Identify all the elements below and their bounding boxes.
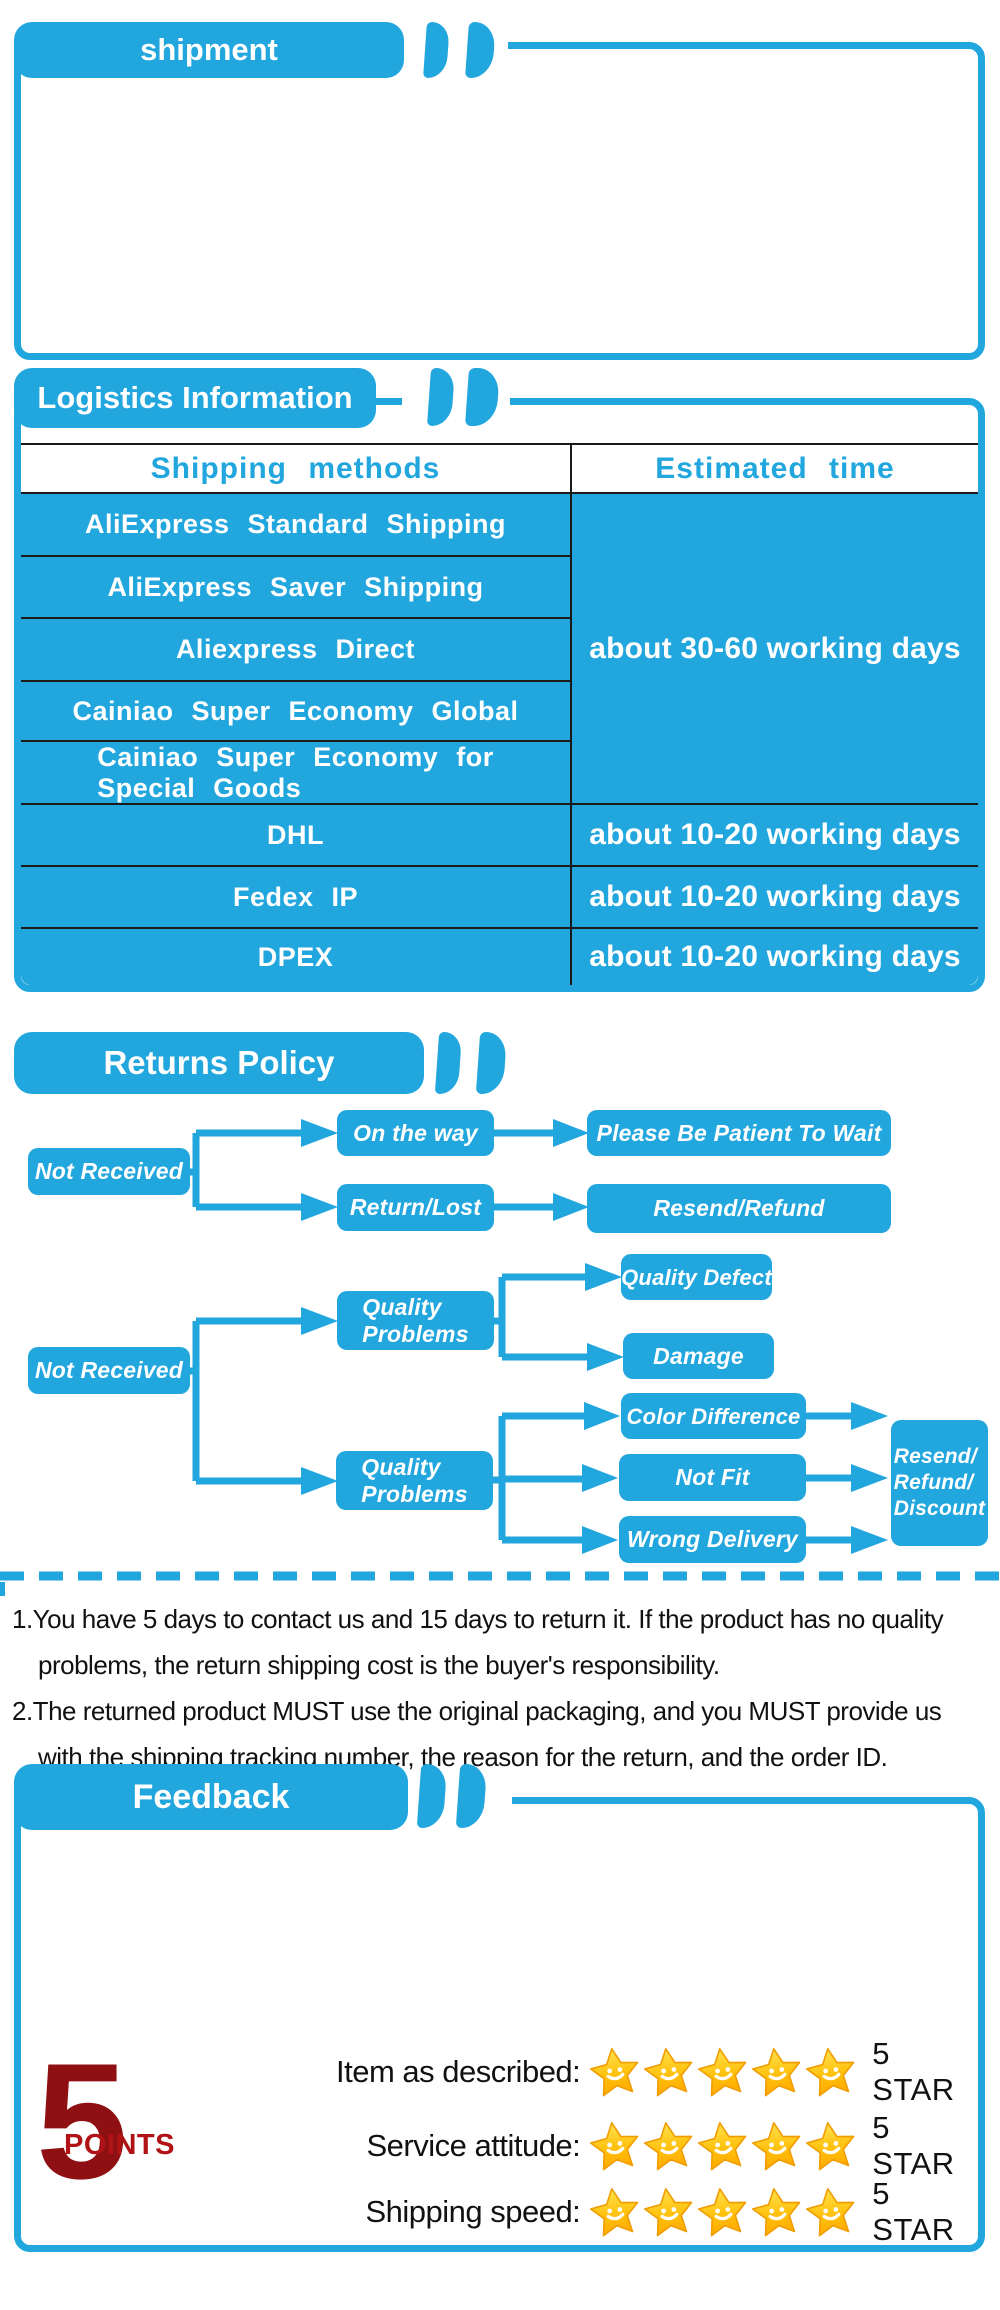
shipping-table-body [21,492,978,985]
rating-value: 5 STAR [872,2176,955,2247]
points-label: POINTS [64,2129,175,2161]
flow-node-please-wait: Please Be Patient To Wait [587,1110,891,1156]
table-row-line [21,555,570,557]
shipping-method-cell: AliExpress Standard Shipping [84,509,507,539]
flow-node-resend-refund-discount: Resend/ Refund/ Discount [891,1420,988,1546]
estimated-time-cell: about 30-60 working days [589,631,961,665]
rating-row: Item as described: 5 STAR [250,2036,980,2107]
returns-title: Returns Policy [103,1044,335,1081]
flow-node-quality-defect: Quality Defect [621,1254,772,1300]
shipment-box [14,42,985,360]
shipping-method-cell: DPEX [257,941,334,972]
star-icon [804,2118,858,2174]
flow-node-quality-problems-2: Quality Problems [336,1451,493,1510]
rating-value: 5 STAR [872,2036,955,2107]
flowchart-connectors [0,1119,1000,1596]
star-icon [750,2118,804,2174]
star-icon [750,2184,804,2240]
table-column-divider [570,443,572,985]
estimated-time-cell: about 10-20 working days [589,940,961,973]
flow-node-on-the-way: On the way [337,1110,494,1156]
table-row-line [21,927,978,929]
feedback-box [14,1797,985,2252]
table-row-line [21,617,570,619]
returns-note-line: 2.The returned product MUST use the orig… [12,1696,942,1726]
star-icon [642,2118,696,2174]
star-icon [588,2118,642,2174]
shipping-method-cell: AliExpress Saver Shipping [107,571,484,602]
flow-node-damage: Damage [623,1333,774,1379]
star-icon [696,2184,750,2240]
star-icon [804,2184,858,2240]
rating-label: Item as described: [336,2054,581,2089]
shipping-method-cell: DHL [267,819,324,850]
star-icon [750,2044,804,2100]
table-row-line [21,740,570,742]
feedback-title: Feedback [132,1777,290,1816]
logistics-title: Logistics Information [37,380,353,415]
logistics-header: Logistics Information [14,368,376,428]
flow-node-color-difference: Color Difference [621,1393,806,1439]
estimated-time-cell: about 10-20 working days [589,880,961,913]
shipping-method-cell: Cainiao Super Economy for Special Goods [97,741,494,803]
feedback-header: Feedback [14,1764,408,1830]
flow-node-resend-refund: Resend/Refund [587,1184,891,1233]
returns-note-line: problems, the return shipping cost is th… [38,1650,720,1680]
rating-stars [588,2118,858,2174]
star-icon [696,2044,750,2100]
flow-node-wrong-delivery: Wrong Delivery [619,1516,806,1563]
header-ribbon-shape [475,1032,508,1094]
shipment-header: shipment [14,22,404,78]
shipping-method-cell: Fedex IP [232,881,359,912]
returns-header: Returns Policy [14,1032,424,1094]
shipment-title: shipment [140,32,278,67]
table-row-line [21,865,978,867]
flow-node-not-received-2: Not Received [28,1347,190,1394]
table-border [21,443,978,445]
flow-node-quality-problems: Quality Problems [337,1291,494,1350]
star-icon [642,2184,696,2240]
rating-stars [588,2184,858,2240]
estimated-time-cell: about 10-20 working days [589,818,961,851]
five-points-number: 5 [36,2029,128,2213]
header-ribbon-shape [434,1032,463,1094]
table-row-line [21,803,978,805]
rating-stars [588,2044,858,2100]
flow-node-not-received: Not Received [28,1148,190,1195]
table-row-line [21,680,570,682]
star-icon [696,2118,750,2174]
star-icon [642,2044,696,2100]
flow-node-not-fit: Not Fit [619,1454,806,1501]
returns-notes: 1.You have 5 days to contact us and 15 d… [12,1596,992,1780]
star-icon [804,2044,858,2100]
returns-note-line: 1.You have 5 days to contact us and 15 d… [12,1604,944,1634]
flow-node-return-lost: Return/Lost [337,1184,494,1231]
column-header-estimated-time: Estimated time [655,451,895,485]
shipping-method-cell: Aliexpress Direct [175,634,416,664]
rating-row: Service attitude: 5 STAR [250,2110,980,2181]
rating-label: Shipping speed: [365,2194,581,2229]
star-icon [588,2184,642,2240]
column-header-shipping-methods: Shipping methods [150,451,441,485]
rating-row: Shipping speed: 5 STAR [250,2176,980,2247]
table-border [21,492,978,494]
rating-value: 5 STAR [872,2110,955,2181]
star-icon [588,2044,642,2100]
shipping-method-cell: Cainiao Super Economy Global [72,695,519,726]
rating-label: Service attitude: [366,2128,581,2163]
